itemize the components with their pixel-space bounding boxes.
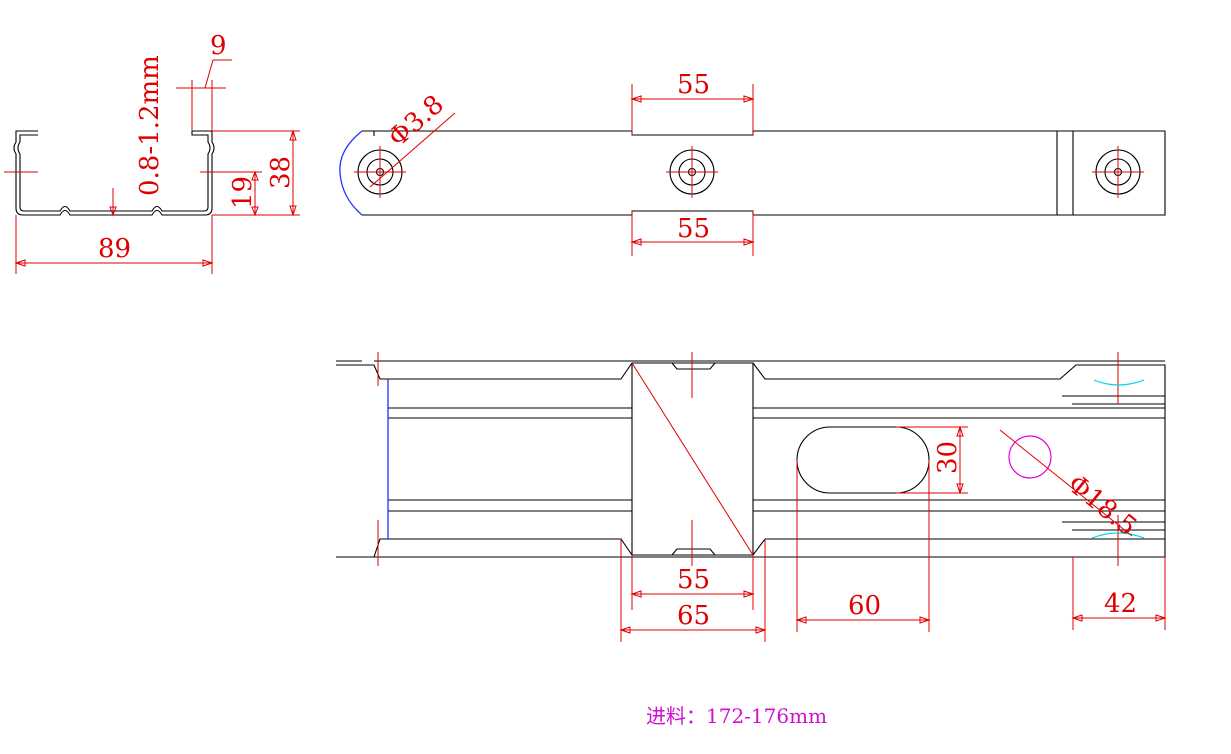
- cyan-arc-top: [1093, 379, 1145, 386]
- side-view-top-edge: [336, 360, 1166, 557]
- side-view: Φ18.5 30 60 55 65 42: [336, 352, 1167, 642]
- profile-inner-outline: [17, 131, 211, 212]
- top-notch-label: 55: [677, 70, 710, 100]
- slot-length-label: 60: [848, 591, 881, 621]
- hole-middle: [666, 146, 718, 198]
- side-notch-arrows: [630, 590, 755, 598]
- slot-height-arrows: [956, 425, 964, 495]
- profile-section: 0.8-1.2mm 9 38 19 89: [4, 31, 300, 274]
- notch-top-dip: [671, 362, 716, 370]
- width-arrows: [14, 259, 214, 267]
- slot-height-label: 30: [933, 441, 963, 474]
- top-view-end-notch: [362, 130, 375, 136]
- cyan-arc-bottom: [1091, 532, 1145, 539]
- end-label: 42: [1104, 589, 1137, 619]
- top-view-outline: [362, 130, 1166, 216]
- web-label: 19: [228, 176, 258, 209]
- side-notch-label: 55: [677, 565, 710, 595]
- hole-left: [354, 146, 406, 198]
- thickness-arrow: [109, 206, 117, 217]
- side-notch-outer-arrows: [619, 626, 767, 634]
- side-notch-outer-label: 65: [677, 601, 710, 631]
- thickness-label: 0.8-1.2mm: [135, 55, 165, 196]
- lip-leader: [204, 59, 214, 89]
- hole-leader: [369, 112, 456, 188]
- top-view: Φ3.8 55 55: [339, 70, 1166, 256]
- notch-diagonal: [631, 362, 754, 556]
- hole-label: Φ3.8: [383, 90, 450, 154]
- notch-bottom-dip: [671, 548, 716, 556]
- feed-length-note: 进料：172-176mm: [646, 704, 828, 728]
- width-label: 89: [98, 234, 131, 264]
- top-view-blue-end: [339, 130, 363, 216]
- oval-slot: [796, 426, 930, 494]
- web-arrows: [251, 170, 259, 217]
- height-arrows: [289, 129, 297, 217]
- bottom-notch-arrows: [630, 238, 755, 246]
- end-arrows: [1071, 614, 1167, 622]
- lip-label: 9: [210, 31, 227, 61]
- hole-right: [1092, 146, 1144, 198]
- side-view-bottom-edge: [336, 538, 1165, 558]
- slot-length-arrows: [795, 616, 931, 624]
- bottom-notch-label: 55: [677, 214, 710, 244]
- height-label: 38: [266, 156, 296, 189]
- circle-label: Φ18.5: [1062, 469, 1142, 542]
- magenta-circle: [1008, 435, 1052, 479]
- circle-leader: [999, 429, 1133, 537]
- profile-outer-outline: [13, 130, 215, 216]
- top-notch-arrows: [630, 95, 755, 103]
